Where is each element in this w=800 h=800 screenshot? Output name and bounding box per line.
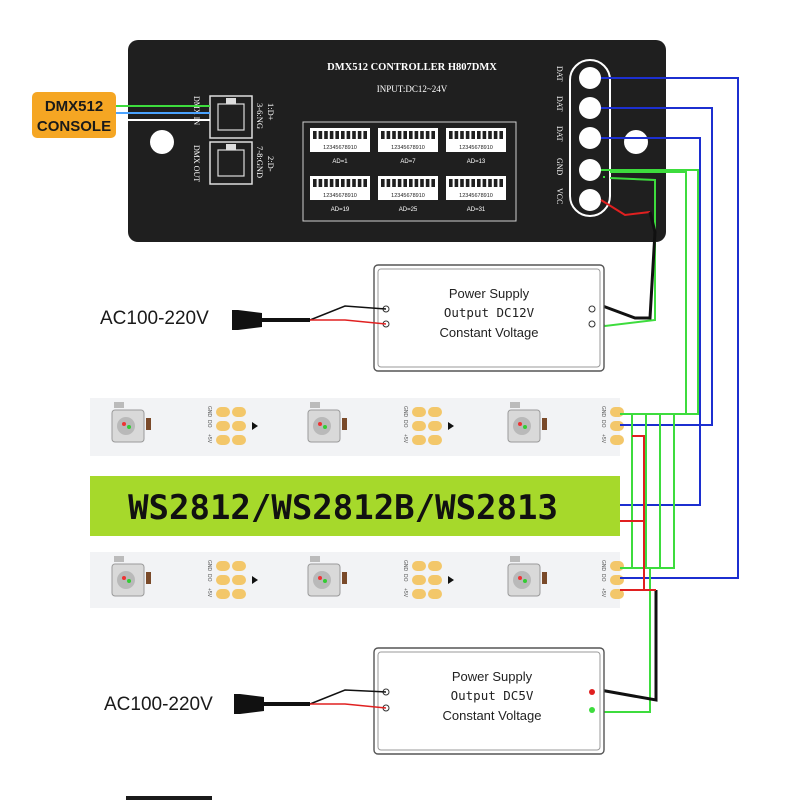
ac-label-12v: AC100-220V bbox=[100, 308, 209, 329]
mount-hole-left bbox=[150, 130, 174, 154]
dip-switch-panel: 12345678910AD=112345678910AD=71234567891… bbox=[302, 121, 517, 222]
strip-banner-text: WS2812/WS2812B/WS2813 bbox=[128, 488, 558, 528]
solder-pads: GND DO +5V bbox=[600, 560, 624, 599]
dip-address-label: AD=7 bbox=[400, 159, 416, 165]
console-wires bbox=[116, 105, 210, 121]
pad-label: +5V bbox=[402, 588, 408, 598]
pad-label: DO bbox=[600, 574, 606, 582]
terminal-dat-3 bbox=[579, 127, 601, 149]
pin-label-4: 7-8:GND bbox=[255, 146, 265, 178]
strip-banner: WS2812/WS2812B/WS2813 bbox=[90, 476, 620, 536]
pad-label: DO bbox=[600, 420, 606, 428]
ac-plug-5v: AC100-220V bbox=[104, 689, 387, 715]
solder-pads: GND DO +5V bbox=[600, 406, 624, 445]
dmx-controller: DMX512 CONTROLLER H807DMX INPUT:DC12~24V… bbox=[128, 40, 666, 242]
power-supply-12v: Power Supply Output DC12V Constant Volta… bbox=[373, 264, 605, 372]
mount-hole-right bbox=[624, 130, 648, 154]
pad-label: GND bbox=[600, 406, 606, 418]
dip-numbers: 12345678910 bbox=[459, 193, 493, 199]
dip-address-label: AD=1 bbox=[332, 159, 348, 165]
terminal-label-dat-1: DAT bbox=[555, 66, 564, 82]
led-chip bbox=[507, 556, 547, 597]
psu-5v-line-1: Power Supply bbox=[452, 669, 533, 684]
led-chip bbox=[307, 556, 347, 597]
dmx-ports: DMX IN DMX OUT 1:D+ 3-6:NG 2:D- 7-8:GND bbox=[192, 95, 276, 185]
dip-address-label: AD=25 bbox=[399, 207, 418, 213]
power-supply-5v: Power Supply Output DC5V Constant Voltag… bbox=[373, 647, 605, 755]
led-chip bbox=[111, 556, 151, 597]
cropped-element bbox=[126, 796, 212, 800]
pin-label-3: 2:D- bbox=[266, 156, 276, 172]
terminal-label-gnd: GND bbox=[555, 158, 564, 176]
pad-label: GND bbox=[206, 406, 212, 418]
dmx-console-badge: DMX512 CONSOLE bbox=[32, 92, 116, 138]
console-line-1: DMX512 bbox=[45, 98, 103, 115]
solder-pads: GND DO +5V bbox=[402, 560, 454, 599]
led-chip bbox=[307, 402, 347, 443]
led-chip bbox=[111, 402, 151, 443]
pad-label: +5V bbox=[206, 434, 212, 444]
pin-label-2: 3-6:NG bbox=[255, 103, 265, 129]
dip-address-label: AD=31 bbox=[467, 207, 486, 213]
solder-pads: GND DO +5V bbox=[206, 406, 258, 445]
led-strip-bottom: GND DO +5V GND DO +5V GND DO +5V bbox=[90, 552, 624, 608]
pad-label: GND bbox=[402, 406, 408, 418]
pad-label: +5V bbox=[600, 588, 606, 598]
ac-plug-12v: AC100-220V bbox=[100, 305, 387, 330]
pad-label: DO bbox=[206, 574, 212, 582]
terminal-label-dat-3: DAT bbox=[555, 126, 564, 142]
led-strip-top: GND DO +5V GND DO +5V GND DO +5V bbox=[90, 398, 624, 456]
psu-5v-line-2: Output DC5V bbox=[451, 688, 534, 703]
led-chip bbox=[507, 402, 547, 443]
psu-12v-line-2: Output DC12V bbox=[444, 305, 535, 320]
pad-label: GND bbox=[600, 560, 606, 572]
dip-address-label: AD=13 bbox=[467, 159, 486, 165]
solder-pads: GND DO +5V bbox=[206, 560, 258, 599]
terminal-dat-2 bbox=[579, 97, 601, 119]
dip-numbers: 12345678910 bbox=[459, 145, 493, 151]
dip-numbers: 12345678910 bbox=[391, 145, 425, 151]
pad-label: DO bbox=[402, 420, 408, 428]
power-wires bbox=[599, 199, 658, 702]
pad-label: +5V bbox=[600, 434, 606, 444]
psu-12v-line-1: Power Supply bbox=[449, 286, 530, 301]
ac-label-5v: AC100-220V bbox=[104, 694, 213, 715]
dip-numbers: 12345678910 bbox=[391, 193, 425, 199]
pin-label-1: 1:D+ bbox=[266, 103, 276, 121]
dmx-out-label: DMX OUT bbox=[192, 145, 201, 182]
dip-numbers: 12345678910 bbox=[323, 193, 357, 199]
terminal-label-dat-2: DAT bbox=[555, 96, 564, 112]
controller-title: DMX512 CONTROLLER H807DMX bbox=[327, 62, 497, 73]
console-line-2: CONSOLE bbox=[37, 118, 111, 135]
psu-5v-line-3: Constant Voltage bbox=[442, 708, 541, 723]
pad-label: GND bbox=[402, 560, 408, 572]
terminal-block: DAT DAT DAT GND VCC bbox=[555, 59, 611, 217]
pad-label: DO bbox=[206, 420, 212, 428]
terminal-vcc bbox=[579, 189, 601, 211]
pad-label: +5V bbox=[206, 588, 212, 598]
pad-label: GND bbox=[206, 560, 212, 572]
terminal-dat-1 bbox=[579, 67, 601, 89]
dmx-in-label: DMX IN bbox=[192, 96, 201, 125]
dip-address-label: AD=19 bbox=[331, 207, 350, 213]
psu-12v-line-3: Constant Voltage bbox=[439, 325, 538, 340]
pad-label: +5V bbox=[402, 434, 408, 444]
controller-input: INPUT:DC12~24V bbox=[377, 84, 448, 94]
pad-label: DO bbox=[402, 574, 408, 582]
dip-numbers: 12345678910 bbox=[323, 145, 357, 151]
solder-pads: GND DO +5V bbox=[402, 406, 454, 445]
terminal-gnd bbox=[579, 159, 601, 181]
terminal-label-vcc: VCC bbox=[555, 188, 564, 204]
